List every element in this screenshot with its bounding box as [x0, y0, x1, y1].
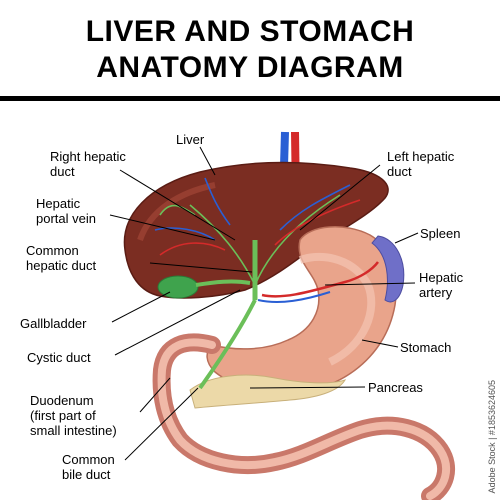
cystic-duct-shape	[195, 279, 251, 287]
label-left-hepatic-duct-line1: Left hepatic	[387, 149, 455, 164]
label-spleen-text: Spleen	[420, 226, 461, 241]
label-right-hepatic-duct: Right hepatic duct	[50, 149, 126, 179]
label-common-bile-duct-line1: Common	[62, 452, 115, 467]
stomach-inner	[298, 253, 376, 366]
label-liver: Liver	[176, 132, 204, 147]
label-right-hepatic-duct-line2: duct	[50, 164, 75, 179]
label-pancreas: Pancreas	[368, 380, 423, 395]
liver-vessels	[154, 177, 361, 286]
label-common-hepatic-duct: Common hepatic duct	[26, 243, 96, 273]
label-common-hepatic-duct-line1: Common	[26, 243, 79, 258]
label-stomach: Stomach	[400, 340, 451, 355]
label-common-hepatic-duct-line2: hepatic duct	[26, 258, 97, 273]
label-duodenum-line2: (first part of	[30, 408, 96, 423]
label-stomach-text: Stomach	[400, 340, 452, 355]
label-right-hepatic-duct-line1: Right hepatic	[50, 149, 126, 164]
intestine-inner	[157, 338, 451, 500]
liver-highlight	[137, 182, 216, 242]
label-left-hepatic-duct-line2: duct	[387, 164, 412, 179]
label-hepatic-artery: Hepatic artery	[419, 270, 463, 300]
label-hepatic-portal-vein: Hepatic portal vein	[36, 196, 96, 226]
spleen-shape	[371, 235, 405, 303]
label-cystic-duct-text: Cystic duct	[27, 350, 91, 365]
leader-lines	[109, 146, 419, 461]
portal-vein-shape	[257, 291, 331, 303]
header: LIVER AND STOMACH ANATOMY DIAGRAM	[0, 0, 500, 96]
label-spleen: Spleen	[420, 226, 460, 241]
label-gallbladder-text: Gallbladder	[20, 316, 87, 331]
label-pancreas-text: Pancreas	[368, 380, 423, 395]
header-divider	[0, 96, 500, 101]
label-hepatic-portal-vein-line2: portal vein	[36, 211, 96, 226]
label-left-hepatic-duct: Left hepatic duct	[387, 149, 454, 179]
title-line-1: LIVER AND STOMACH	[85, 15, 415, 48]
hepatic-artery-shape	[261, 261, 379, 298]
label-hepatic-artery-line2: artery	[419, 285, 453, 300]
label-gallbladder: Gallbladder	[20, 316, 87, 331]
label-common-bile-duct-line2: bile duct	[62, 467, 111, 482]
label-hepatic-artery-line1: Hepatic	[419, 270, 464, 285]
label-duodenum-line1: Duodenum	[30, 393, 94, 408]
stock-watermark: Adobe Stock | #1853624605	[487, 380, 497, 494]
label-cystic-duct: Cystic duct	[27, 350, 91, 365]
label-liver-text: Liver	[176, 132, 205, 147]
label-common-bile-duct: Common bile duct	[62, 452, 115, 482]
common-bile-duct-shape	[198, 299, 257, 390]
label-duodenum-line3: small intestine)	[30, 423, 117, 438]
pancreas-shape	[189, 374, 347, 409]
title-line-2: ANATOMY DIAGRAM	[96, 51, 404, 84]
label-duodenum: Duodenum (first part of small intestine)	[30, 393, 117, 438]
label-hepatic-portal-vein-line1: Hepatic	[36, 196, 81, 211]
anatomy-illustration	[109, 131, 456, 500]
